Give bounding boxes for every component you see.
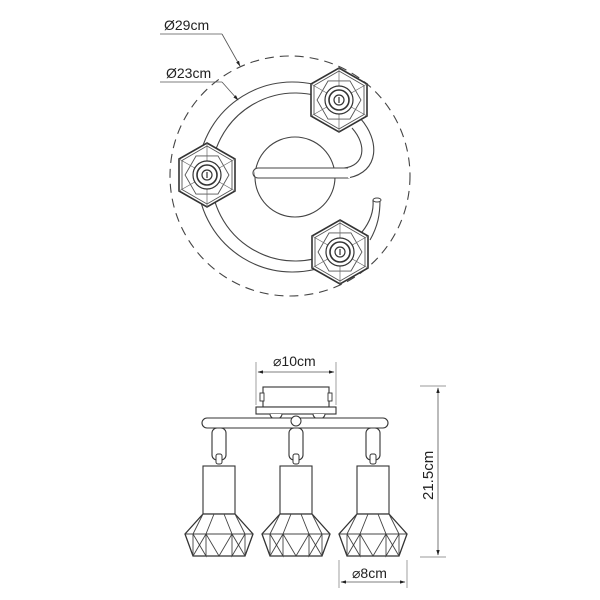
- outer-diameter-label: Ø29cm: [164, 17, 209, 33]
- spotlight-1: [184, 427, 254, 557]
- top-view: Ø29cm Ø23cm: [160, 17, 411, 297]
- outer-diameter-circle: [169, 55, 411, 297]
- spotlight-2: [261, 427, 331, 557]
- shade-diameter-label: ⌀8cm: [352, 565, 387, 581]
- canopy-diameter-label: ⌀10cm: [273, 353, 316, 369]
- shade-left: [178, 142, 236, 208]
- height-label: 21.5cm: [420, 451, 437, 500]
- inner-diameter-label: Ø23cm: [166, 65, 211, 81]
- canopy: [262, 386, 330, 408]
- shade-bottom: [311, 219, 369, 285]
- spotlight-3: [338, 427, 408, 557]
- side-view: ⌀10cm 21.5cm ⌀8cm: [184, 353, 446, 588]
